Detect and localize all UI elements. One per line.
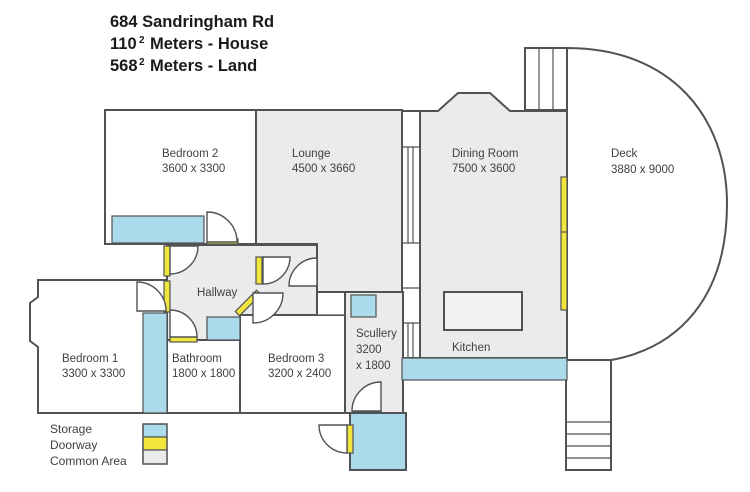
bedroom3-room bbox=[239, 314, 346, 414]
hallway-label: Hallway bbox=[197, 287, 238, 299]
bedroom2-label: Bedroom 2 bbox=[162, 148, 218, 160]
room-labels: Bedroom 2 3600 x 3300 Lounge 4500 x 3660… bbox=[62, 148, 674, 380]
legend-storage-swatch bbox=[142, 423, 168, 438]
scullery-door-swing bbox=[351, 381, 382, 412]
title-block: 684 Sandringham Rd 110 2 Meters - House … bbox=[110, 13, 274, 75]
dining-label: Dining Room bbox=[452, 148, 518, 160]
bedroom3-label: Bedroom 3 bbox=[268, 353, 324, 365]
kitchen-label: Kitchen bbox=[452, 342, 490, 354]
passage-door-swing bbox=[288, 257, 318, 287]
house-area-unit: Meters - House bbox=[150, 35, 268, 53]
bedroom3-door-swing bbox=[252, 292, 284, 324]
kitchen-island bbox=[443, 291, 523, 331]
deck-label: Deck bbox=[611, 148, 637, 160]
scullery-dims1: 3200 bbox=[356, 344, 382, 356]
bathroom-dims: 1800 x 1800 bbox=[172, 368, 235, 380]
bedroom1-storage bbox=[142, 312, 168, 414]
land-area-sup: 2 bbox=[139, 57, 145, 68]
house-area-value: 110 bbox=[110, 35, 137, 53]
legend-doorway-swatch bbox=[142, 436, 168, 451]
bathroom-room bbox=[166, 339, 241, 414]
porch-door-swing bbox=[318, 424, 348, 454]
address-text: 684 Sandringham Rd bbox=[110, 13, 274, 31]
legend-swatch-border bbox=[142, 423, 168, 465]
deck-dims: 3880 x 9000 bbox=[611, 164, 674, 176]
bedroom1-doorway bbox=[163, 280, 171, 313]
house-area-sup: 2 bbox=[139, 35, 145, 46]
dining-dims: 7500 x 3600 bbox=[452, 163, 515, 175]
bedroom1-door-swing bbox=[136, 281, 167, 312]
exterior-notch bbox=[316, 291, 346, 316]
storage-areas bbox=[111, 215, 568, 471]
porch-storage bbox=[349, 412, 407, 471]
deck-doorway bbox=[560, 176, 568, 311]
front-doorway bbox=[163, 245, 171, 277]
legend-doorway-label: Doorway bbox=[50, 438, 97, 452]
lounge-doorway bbox=[255, 256, 263, 285]
stairs-bottom bbox=[565, 359, 612, 471]
scullery-label: Scullery bbox=[356, 328, 397, 340]
porch-doorway bbox=[346, 424, 354, 454]
bathroom-label: Bathroom bbox=[172, 353, 222, 365]
kitchen-storage-strip bbox=[401, 357, 568, 381]
white-structures bbox=[29, 46, 729, 471]
bedroom2-storage bbox=[111, 215, 205, 244]
legend-common-swatch bbox=[142, 449, 168, 465]
bedroom2-door-swing bbox=[206, 211, 238, 243]
legend: Storage Doorway Common Area bbox=[50, 422, 168, 468]
bathroom-door-swing bbox=[169, 309, 198, 338]
lounge-dims: 4500 x 3660 bbox=[292, 163, 355, 175]
stairs-top bbox=[524, 47, 568, 111]
bedroom1-label: Bedroom 1 bbox=[62, 353, 118, 365]
lounge-door-swing bbox=[262, 256, 291, 285]
front-door-swing bbox=[169, 245, 199, 275]
lounge-label: Lounge bbox=[292, 148, 330, 160]
bedroom1-dims: 3300 x 3300 bbox=[62, 368, 125, 380]
legend-storage-label: Storage bbox=[50, 422, 92, 436]
deck-outline bbox=[566, 46, 729, 361]
bedroom3-dims: 3200 x 2400 bbox=[268, 368, 331, 380]
window-wall bbox=[401, 110, 421, 359]
legend-common-label: Common Area bbox=[50, 454, 127, 468]
scullery-dims2: x 1800 bbox=[356, 360, 391, 372]
hallway-storage bbox=[206, 316, 241, 341]
land-area-unit: Meters - Land bbox=[150, 57, 257, 75]
door-swings bbox=[136, 211, 382, 454]
bedroom2-dims: 3600 x 3300 bbox=[162, 163, 225, 175]
land-area-value: 568 bbox=[110, 57, 138, 75]
scullery-storage bbox=[350, 294, 377, 318]
